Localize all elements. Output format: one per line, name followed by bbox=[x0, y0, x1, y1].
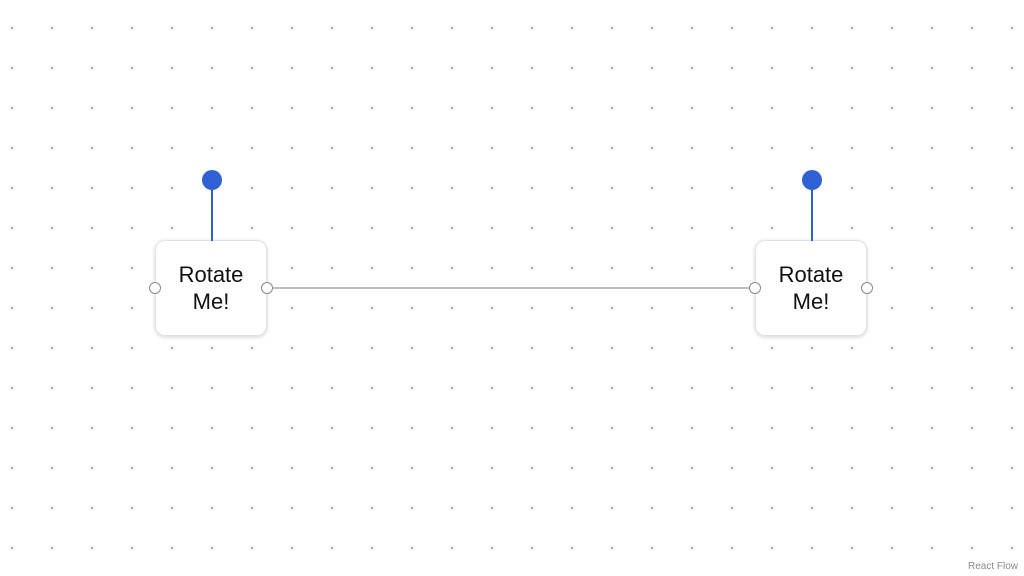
react-flow-attribution[interactable]: React Flow bbox=[965, 560, 1020, 573]
flow-node-2[interactable]: Rotate Me! bbox=[749, 170, 873, 336]
target-handle[interactable] bbox=[749, 282, 761, 294]
rotate-handle[interactable] bbox=[802, 170, 822, 190]
rotate-handle-line bbox=[811, 179, 813, 241]
node-label: Rotate Me! bbox=[778, 262, 844, 314]
node-label: Rotate Me! bbox=[178, 262, 244, 314]
rotate-handle[interactable] bbox=[202, 170, 222, 190]
source-handle[interactable] bbox=[861, 282, 873, 294]
source-handle[interactable] bbox=[261, 282, 273, 294]
target-handle[interactable] bbox=[149, 282, 161, 294]
flow-node-1[interactable]: Rotate Me! bbox=[149, 170, 273, 336]
rotate-handle-line bbox=[211, 179, 213, 241]
